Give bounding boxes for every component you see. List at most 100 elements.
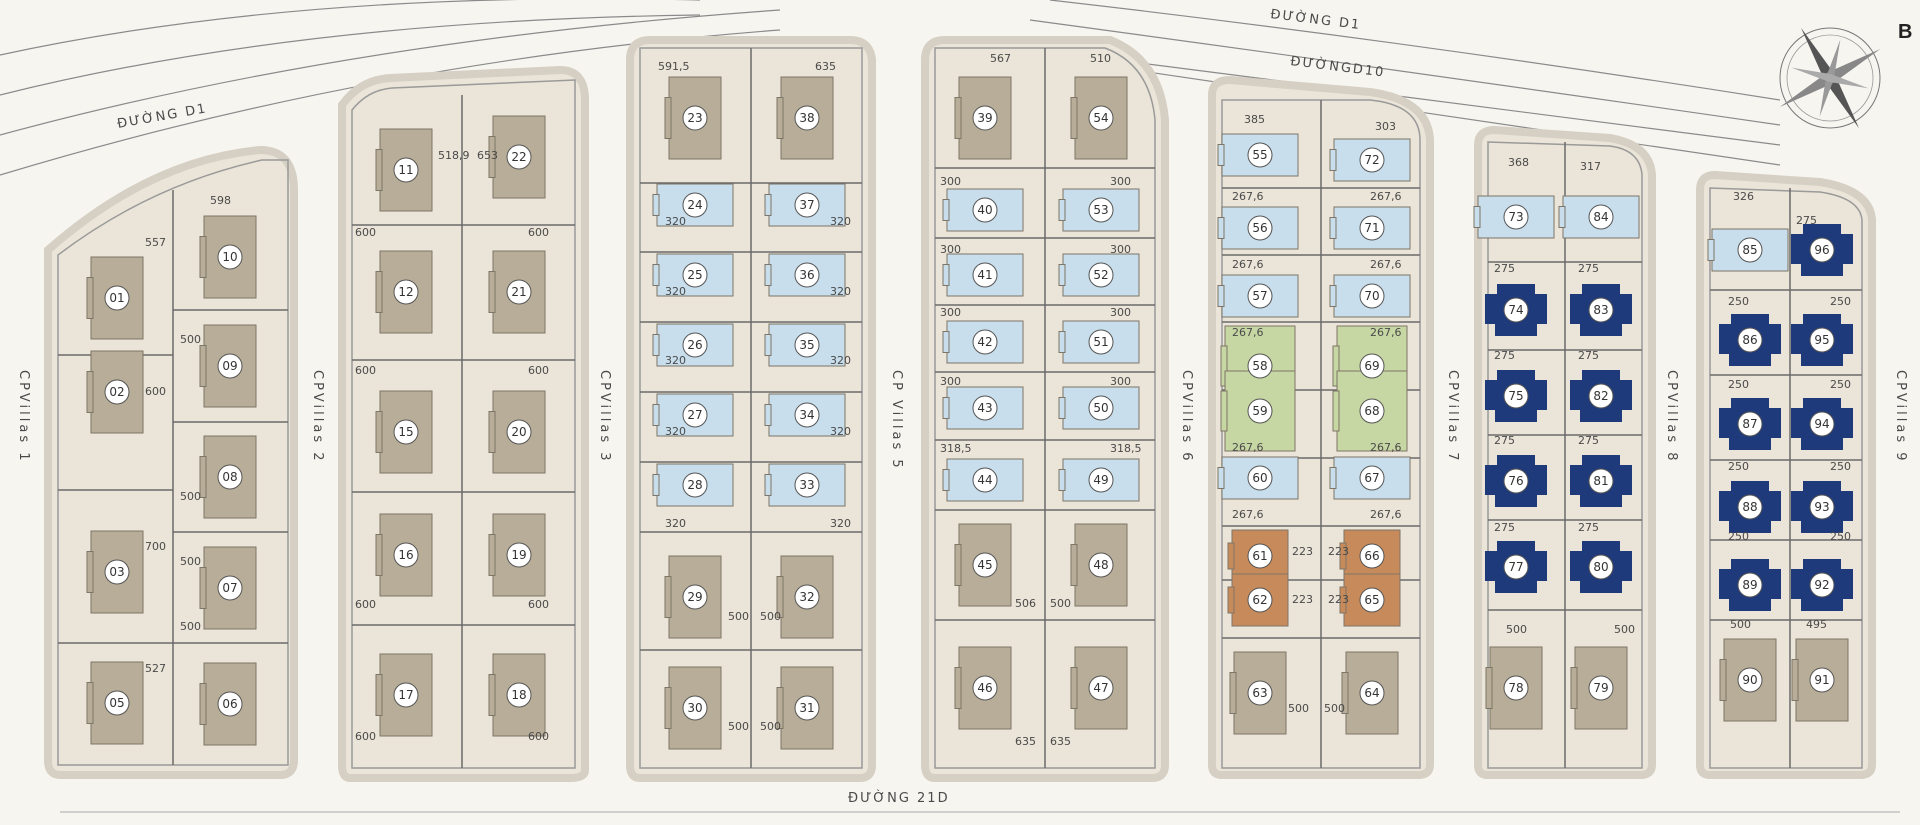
unit-number: 18 — [511, 688, 526, 702]
lot-area-label: 500 — [180, 620, 201, 633]
lot-area-label: 500 — [1614, 623, 1635, 636]
unit-number: 54 — [1093, 111, 1108, 125]
unit-number-badge — [1088, 329, 1114, 355]
house-wing — [954, 97, 962, 139]
unit-number: 50 — [1093, 401, 1108, 415]
house-wing — [764, 334, 772, 356]
lot-area-label: 635 — [815, 60, 836, 73]
unit-number-badge — [682, 332, 708, 358]
lot-area-label: 527 — [145, 662, 166, 675]
lot-area-label: 250 — [1728, 530, 1749, 543]
house-wing — [375, 674, 383, 716]
unit-number-badge — [1359, 587, 1385, 613]
house-wing — [942, 331, 950, 353]
compass-label: B — [1898, 21, 1912, 43]
unit-number: 22 — [511, 150, 526, 164]
house-wing — [954, 667, 962, 709]
lot-area-label: 275 — [1578, 434, 1599, 447]
house-wing — [664, 687, 672, 729]
lot-area-label: 600 — [355, 226, 376, 239]
unit-number-badge — [1088, 552, 1114, 578]
unit-number-badge — [1737, 237, 1763, 263]
unit-number-badge — [1359, 398, 1385, 424]
house-wing — [1070, 544, 1078, 586]
unit-number-badge — [1503, 468, 1529, 494]
unit-number-badge — [217, 244, 243, 270]
house-unit[interactable] — [1570, 646, 1628, 730]
house-wing — [942, 397, 950, 419]
unit-number-badge — [1359, 283, 1385, 309]
house-wing — [488, 534, 496, 576]
lot-area-label: 267,6 — [1370, 441, 1402, 454]
unit-number-badge — [1503, 554, 1529, 580]
unit-number-badge — [1809, 411, 1835, 437]
house-wing — [86, 682, 94, 724]
lot-area-label: 275 — [1494, 521, 1515, 534]
lot-area-label: 635 — [1015, 735, 1036, 748]
cluster-label-3: CPVillas 3 — [597, 370, 612, 464]
house-wing — [942, 199, 950, 221]
unit-number-badge — [1809, 572, 1835, 598]
lot-area-label: 600 — [528, 598, 549, 611]
unit-number-badge — [794, 262, 820, 288]
house-unit[interactable] — [664, 76, 722, 160]
unit-number: 26 — [687, 338, 702, 352]
lot-area-label: 326 — [1733, 190, 1754, 203]
unit-number-badge — [682, 472, 708, 498]
unit-number: 87 — [1742, 417, 1757, 431]
house-unit[interactable] — [942, 253, 1024, 297]
lot-area-label: 275 — [1494, 262, 1515, 275]
house-wing — [488, 271, 496, 313]
house-wing — [764, 194, 772, 216]
unit-number: 46 — [977, 681, 992, 695]
lot-area-label: 275 — [1494, 349, 1515, 362]
unit-number: 34 — [799, 408, 814, 422]
house-wing — [1339, 586, 1347, 614]
unit-number: 35 — [799, 338, 814, 352]
lot-area-label: 500 — [180, 490, 201, 503]
house-unit[interactable] — [1217, 456, 1299, 500]
unit-number: 61 — [1252, 549, 1267, 563]
unit-number-badge — [1359, 543, 1385, 569]
unit-number-badge — [682, 192, 708, 218]
house-unit[interactable] — [764, 323, 846, 367]
block-cpvillas-1[interactable] — [44, 145, 298, 779]
lot-area-label: 300 — [1110, 175, 1131, 188]
unit-number-badge — [1359, 680, 1385, 706]
house-wing — [1332, 390, 1340, 432]
house-unit[interactable] — [1339, 573, 1401, 627]
cluster-label-5: CP Villas 5 — [889, 370, 904, 471]
house-wing — [86, 371, 94, 413]
house-wing — [1339, 542, 1347, 570]
lot-area-label: 518,9 — [438, 149, 470, 162]
unit-number-badge — [1809, 327, 1835, 353]
house-wing — [1227, 586, 1235, 614]
unit-number: 49 — [1093, 473, 1108, 487]
unit-number: 65 — [1364, 593, 1379, 607]
lot-area-label: 598 — [210, 194, 231, 207]
lot-area-label: 567 — [990, 52, 1011, 65]
unit-number: 45 — [977, 558, 992, 572]
unit-number-badge — [1588, 468, 1614, 494]
unit-number-badge — [1088, 675, 1114, 701]
unit-number-badge — [972, 105, 998, 131]
house-unit[interactable] — [1329, 206, 1411, 250]
cluster-labels: CPVillas 1 CPVillas 2 CPVillas 3 CP Vill… — [16, 370, 1908, 471]
house-wing — [652, 334, 660, 356]
unit-number: 57 — [1252, 289, 1267, 303]
unit-number-badge — [1088, 467, 1114, 493]
lot-area-label: 320 — [830, 354, 851, 367]
lot-area-label: 267,6 — [1232, 190, 1264, 203]
house-wing — [1473, 206, 1481, 228]
block-cpvillas-2[interactable] — [338, 65, 589, 782]
unit-number-badge — [1247, 283, 1273, 309]
unit-number-badge — [1588, 383, 1614, 409]
unit-number-badge — [794, 332, 820, 358]
house-wing — [652, 404, 660, 426]
house-wing — [1058, 397, 1066, 419]
unit-number: 67 — [1364, 471, 1379, 485]
house-wing — [1719, 659, 1727, 701]
unit-number: 25 — [687, 268, 702, 282]
unit-number-badge — [1088, 105, 1114, 131]
unit-number-badge — [1088, 197, 1114, 223]
